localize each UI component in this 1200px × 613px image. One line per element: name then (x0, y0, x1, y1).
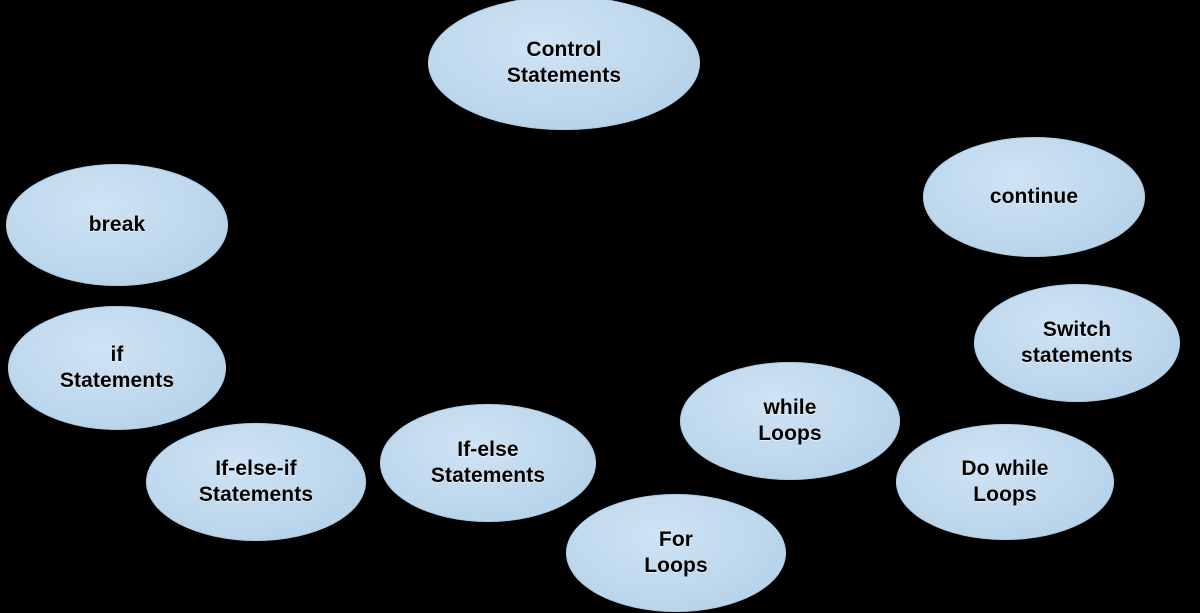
node-label-if-else-if-statements: If-else-if Statements (198, 457, 314, 506)
node-switch-statements[interactable]: Switch statements (974, 284, 1180, 402)
node-if-else-statements[interactable]: If-else Statements (380, 404, 596, 522)
node-label-if-else-statements: If-else Statements (430, 438, 546, 487)
node-label-continue: continue (989, 185, 1079, 209)
node-label-break: break (88, 213, 146, 237)
node-break[interactable]: break (6, 164, 228, 286)
node-label-control-statements: Control Statements (506, 38, 622, 87)
node-while-loops[interactable]: while Loops (680, 362, 900, 480)
node-do-while-loops[interactable]: Do while Loops (896, 424, 1114, 540)
node-if-else-if-statements[interactable]: If-else-if Statements (146, 423, 366, 541)
node-label-switch-statements: Switch statements (1021, 318, 1133, 367)
node-label-do-while-loops: Do while Loops (961, 457, 1049, 506)
node-control-statements[interactable]: Control Statements (428, 0, 700, 130)
node-label-while-loops: while Loops (758, 396, 822, 445)
node-for-loops[interactable]: For Loops (566, 494, 786, 612)
node-label-if-statements: if Statements (59, 343, 175, 392)
node-continue[interactable]: continue (923, 137, 1145, 257)
node-if-statements[interactable]: if Statements (8, 306, 226, 430)
node-label-for-loops: For Loops (644, 528, 708, 577)
